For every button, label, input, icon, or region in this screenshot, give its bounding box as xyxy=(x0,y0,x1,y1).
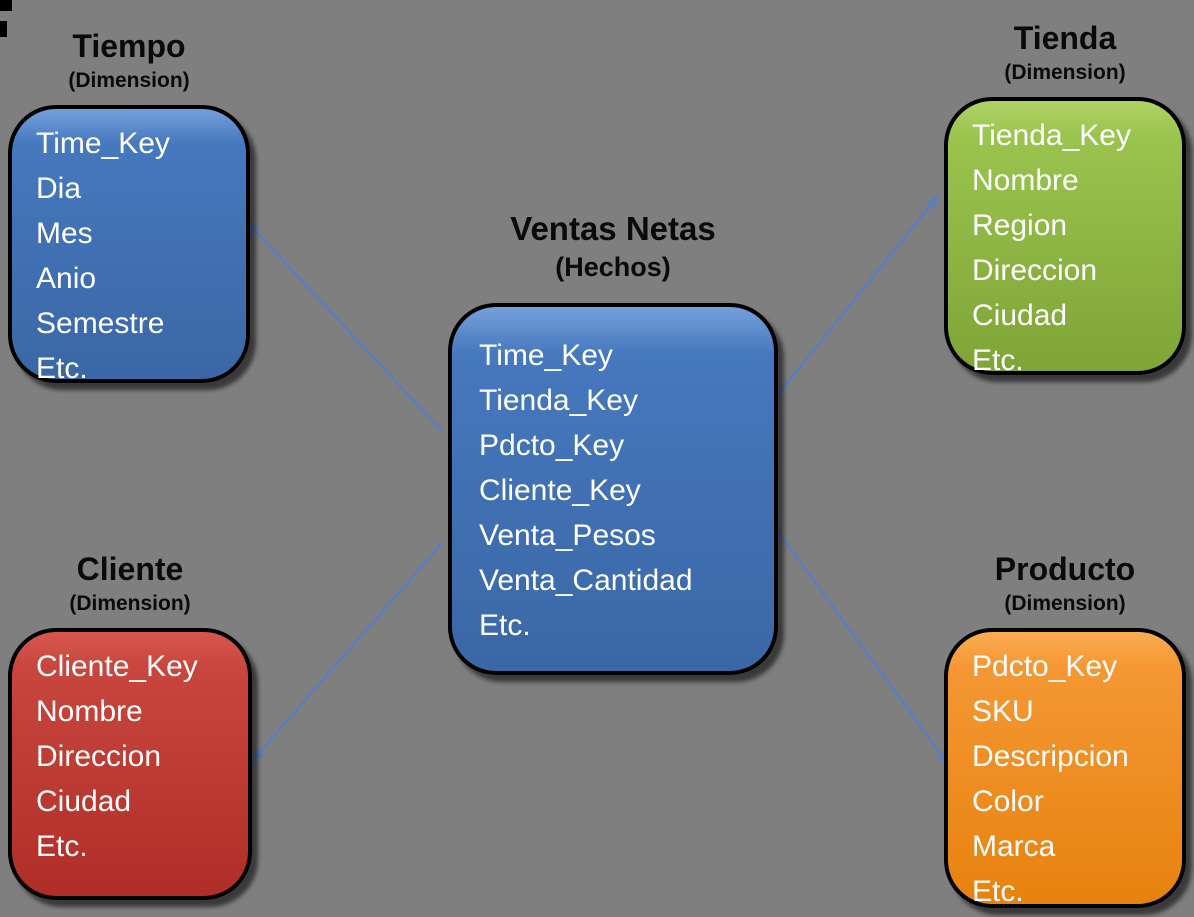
entity-subtitle: (Dimension) xyxy=(1004,61,1126,84)
table-field: Pdcto_Key xyxy=(479,429,625,462)
table-field: Etc. xyxy=(972,344,1024,377)
table-field: Etc. xyxy=(36,830,88,863)
table-field: Etc. xyxy=(479,609,531,642)
table-field: Venta_Pesos xyxy=(479,519,656,552)
table-field: Color xyxy=(972,785,1044,818)
entity-title: Tiempo xyxy=(72,28,186,64)
table-field: Region xyxy=(972,209,1068,242)
relationship-arrow-fact-to-producto xyxy=(766,517,950,766)
entity-subtitle: (Dimension) xyxy=(68,69,190,92)
table-field: Semestre xyxy=(36,307,165,340)
table-field: Tienda_Key xyxy=(972,119,1131,152)
table-field: Cliente_Key xyxy=(36,650,198,683)
table-field: Mes xyxy=(36,217,93,250)
table-field: Time_Key xyxy=(36,127,170,160)
table-field: Anio xyxy=(36,262,97,295)
table-field: Descripcion xyxy=(972,740,1129,773)
relationship-arrow-fact-to-tiempo xyxy=(245,220,443,432)
table-field: Etc. xyxy=(972,875,1024,908)
entity-subtitle: (Hechos) xyxy=(555,252,671,282)
table-field: Tienda_Key xyxy=(479,384,638,417)
entity-subtitle: (Dimension) xyxy=(69,592,191,615)
table-field: Venta_Cantidad xyxy=(479,564,693,597)
entity-title: Producto xyxy=(994,551,1136,587)
table-field: Pdcto_Key xyxy=(972,650,1118,683)
relationship-arrow-fact-to-cliente xyxy=(250,541,444,763)
table-field: Nombre xyxy=(36,695,143,728)
table-field: Time_Key xyxy=(479,339,613,372)
relationship-arrow-fact-to-tienda xyxy=(774,194,940,398)
table-field: Etc. xyxy=(36,352,88,385)
entity-subtitle: (Dimension) xyxy=(1004,592,1126,615)
table-field: Ciudad xyxy=(36,785,132,818)
table-field: Nombre xyxy=(972,164,1079,197)
edge-artifact xyxy=(0,21,7,37)
table-field: Dia xyxy=(36,172,82,205)
entity-title: Ventas Netas xyxy=(510,210,716,247)
table-field: Marca xyxy=(972,830,1056,863)
entity-title: Tienda xyxy=(1013,20,1117,56)
table-field: Direccion xyxy=(972,254,1098,287)
edge-artifact xyxy=(0,0,12,11)
entity-title: Cliente xyxy=(76,551,184,587)
table-field: SKU xyxy=(972,695,1034,728)
table-field: Cliente_Key xyxy=(479,474,641,507)
table-field: Direccion xyxy=(36,740,162,773)
table-field: Ciudad xyxy=(972,299,1068,332)
